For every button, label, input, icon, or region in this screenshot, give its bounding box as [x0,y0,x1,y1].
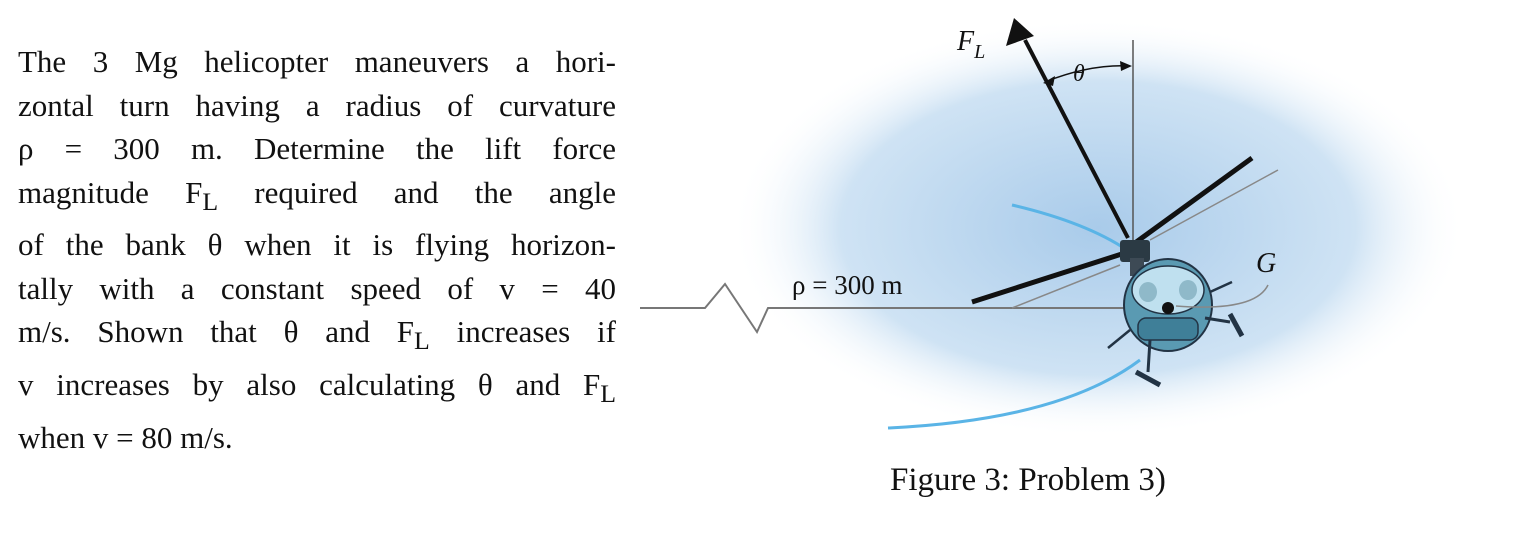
rotor-blade-edge [1011,264,1121,309]
lift-force-arrow [1023,39,1130,239]
radius-label: ρ = 300 m [792,270,902,300]
rotor-blade [1126,155,1254,251]
rotor-blade [971,249,1129,305]
problem-line: zontal turn having a radius of curvature [18,87,616,123]
force-label: FL [956,26,985,63]
problem-statement: The 3 Mg helicopter maneuvers a hori- zo… [18,40,616,459]
lift-force-arrowhead [1006,18,1034,46]
radius-line [640,282,1165,335]
problem-line: tally with a constant speed of v = 40 [18,270,616,306]
pilot-left [1139,282,1157,302]
figure-caption: Figure 3: Problem 3) [890,462,1166,498]
skid [1134,369,1162,388]
helicopter-base [1137,317,1199,341]
angle-label: θ [1073,61,1085,87]
skid-strut [1146,339,1152,373]
problem-line: m/s. Shown that θ and FL increases if [18,314,616,356]
problem-line: ρ = 300 m. Determine the lift force [18,131,616,166]
skid-strut [1209,280,1233,294]
skid-strut [1204,316,1231,324]
problem-line: when v = 80 m/s. [18,419,233,455]
pilot-right [1179,280,1197,300]
skid-strut [1107,329,1131,349]
center-of-mass-label: G [1256,248,1276,279]
center-of-mass-marker [1162,302,1174,314]
skid [1227,312,1245,338]
angle-arrow-right [1120,61,1132,71]
flight-path-lower [887,358,1141,430]
problem-line: The 3 Mg helicopter maneuvers a hori- [18,44,616,79]
center-of-mass-leader [1175,284,1269,308]
angle-arrow-left [1043,76,1055,86]
problem-line: v increases by also calculating θ and FL [18,366,616,409]
rotor-blade-edge [1149,169,1279,241]
problem-line: of the bank θ when it is flying horizon- [18,227,616,263]
rotor-hub [1120,240,1150,262]
problem-line: magnitude FL required and the angle [18,174,616,216]
sky-background [730,18,1466,438]
flight-path-upper [1011,203,1128,252]
